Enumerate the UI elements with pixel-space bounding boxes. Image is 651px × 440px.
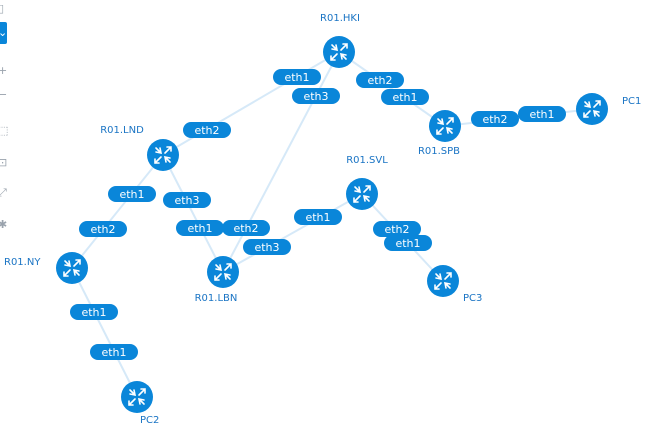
- node-r01-spb[interactable]: [429, 110, 461, 142]
- port-name: eth1: [284, 71, 309, 84]
- zoom-out-icon[interactable]: −: [0, 88, 8, 101]
- port-name: eth2: [482, 113, 507, 126]
- node-pc1[interactable]: [576, 93, 608, 125]
- port-name: eth1: [529, 108, 554, 121]
- node-label: R01.SPB: [418, 146, 460, 157]
- port-label[interactable]: eth3: [292, 88, 340, 104]
- router-arrows-icon: [330, 43, 348, 61]
- node-label: R01.HKI: [320, 13, 360, 24]
- port-name: eth1: [395, 237, 420, 250]
- router-arrows-icon: [583, 100, 601, 118]
- node-label: PC2: [140, 415, 159, 426]
- select-icon[interactable]: ⬚: [0, 124, 8, 137]
- node-label: PC3: [463, 293, 482, 304]
- port-name: eth1: [187, 222, 212, 235]
- port-name: eth1: [101, 346, 126, 359]
- node-label: PC1: [622, 96, 641, 107]
- node-r01-hki[interactable]: [323, 36, 355, 68]
- port-label[interactable]: eth2: [373, 221, 421, 237]
- port-name: eth2: [384, 223, 409, 236]
- node-r01-svl[interactable]: [346, 178, 378, 210]
- port-name: eth2: [90, 223, 115, 236]
- page-icon[interactable]: ▯: [0, 2, 5, 15]
- port-name: eth1: [119, 188, 144, 201]
- port-label[interactable]: eth2: [79, 221, 127, 237]
- port-name: eth3: [303, 90, 328, 103]
- node-r01-lnd[interactable]: [147, 139, 179, 171]
- router-arrows-icon: [154, 146, 172, 164]
- port-label[interactable]: eth1: [90, 344, 138, 360]
- port-label[interactable]: eth1: [518, 106, 566, 122]
- port-label[interactable]: eth2: [183, 122, 231, 138]
- port-label[interactable]: eth2: [471, 111, 519, 127]
- port-label[interactable]: eth2: [222, 220, 270, 236]
- node-r01-lbn[interactable]: [207, 256, 239, 288]
- chevron-down-icon[interactable]: ⌄: [0, 22, 7, 44]
- port-name: eth2: [233, 222, 258, 235]
- fit-icon[interactable]: ⊡: [0, 156, 8, 169]
- port-label[interactable]: eth1: [70, 304, 118, 320]
- port-name: eth1: [81, 306, 106, 319]
- port-name: eth1: [305, 211, 330, 224]
- router-arrows-icon: [214, 263, 232, 281]
- node-pc3[interactable]: [427, 265, 459, 297]
- link-r01-lnd-r01-lbn[interactable]: [162, 154, 224, 273]
- node-pc2[interactable]: [121, 381, 153, 413]
- port-label[interactable]: eth1: [384, 235, 432, 251]
- port-label[interactable]: eth1: [273, 69, 321, 85]
- port-name: eth2: [367, 74, 392, 87]
- node-label: R01.SVL: [346, 155, 388, 166]
- router-arrows-icon: [128, 388, 146, 406]
- port-name: eth3: [254, 241, 279, 254]
- toolbar: ▯ ⌄ + − ⬚ ⊡ ⤢ ✱: [0, 0, 10, 250]
- port-name: eth3: [174, 194, 199, 207]
- port-label[interactable]: eth1: [294, 209, 342, 225]
- node-label: R01.LND: [100, 125, 144, 136]
- settings-icon[interactable]: ✱: [0, 218, 8, 231]
- router-arrows-icon: [434, 272, 452, 290]
- node-label: R01.LBN: [195, 293, 238, 304]
- expand-icon[interactable]: ⤢: [0, 186, 7, 199]
- link-r01-svl-r01-lbn[interactable]: [222, 193, 363, 273]
- router-arrows-icon: [63, 259, 81, 277]
- link-r01-ny-pc2[interactable]: [71, 267, 138, 398]
- router-arrows-icon: [353, 185, 371, 203]
- port-label[interactable]: eth3: [243, 239, 291, 255]
- port-label[interactable]: eth2: [356, 72, 404, 88]
- link-r01-lnd-r01-ny[interactable]: [71, 154, 164, 269]
- port-label[interactable]: eth1: [176, 220, 224, 236]
- node-r01-ny[interactable]: [56, 252, 88, 284]
- node-label: R01.NY: [4, 257, 41, 268]
- port-label[interactable]: eth1: [108, 186, 156, 202]
- port-name: eth2: [194, 124, 219, 137]
- router-arrows-icon: [436, 117, 454, 135]
- port-label[interactable]: eth3: [163, 192, 211, 208]
- port-label[interactable]: eth1: [381, 89, 429, 105]
- port-name: eth1: [392, 91, 417, 104]
- zoom-in-icon[interactable]: +: [0, 64, 8, 77]
